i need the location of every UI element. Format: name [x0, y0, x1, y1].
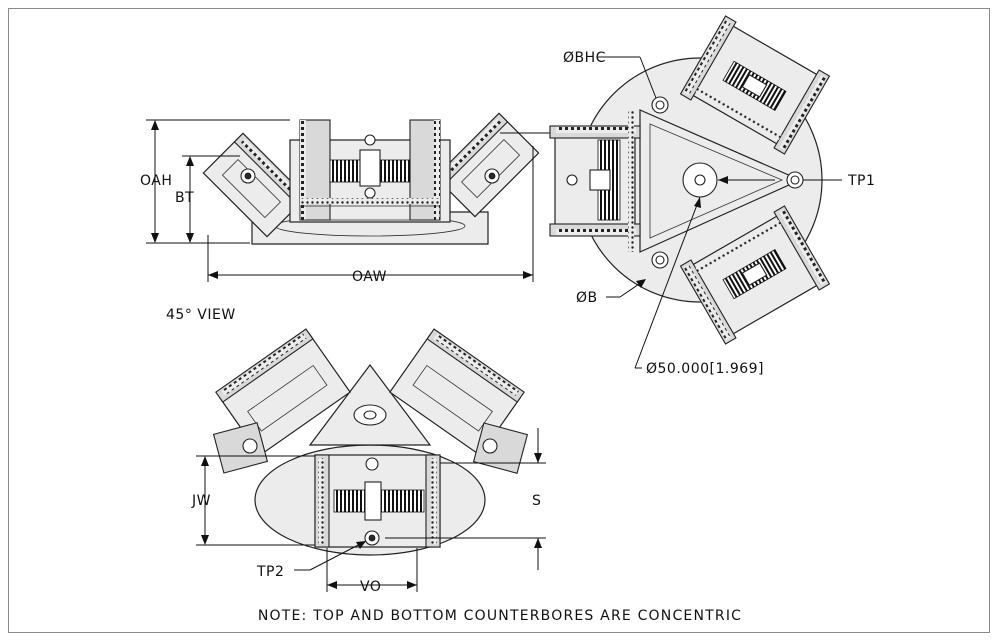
tp1-label: TP1 [847, 173, 875, 189]
diameter-callout: Ø50.000[1.969] [646, 361, 764, 377]
b-diameter-label: ØB [576, 290, 598, 306]
jw-label: JW [191, 493, 211, 509]
front-view [146, 112, 560, 282]
oaw-label: OAW [352, 269, 387, 285]
s-label: S [532, 493, 541, 509]
view-45-label: 45° VIEW [166, 307, 236, 323]
tp2-label: TP2 [256, 564, 284, 580]
note-text: NOTE: TOP AND BOTTOM COUNTERBORES ARE CO… [258, 608, 742, 624]
vo-label: VO [360, 579, 381, 595]
oah-label: OAH [140, 173, 172, 189]
bhc-label: ØBHC [563, 50, 606, 66]
iso-view [196, 328, 546, 592]
bt-label: BT [175, 190, 194, 206]
top-view [549, 15, 842, 369]
drawing-frame [8, 8, 990, 633]
